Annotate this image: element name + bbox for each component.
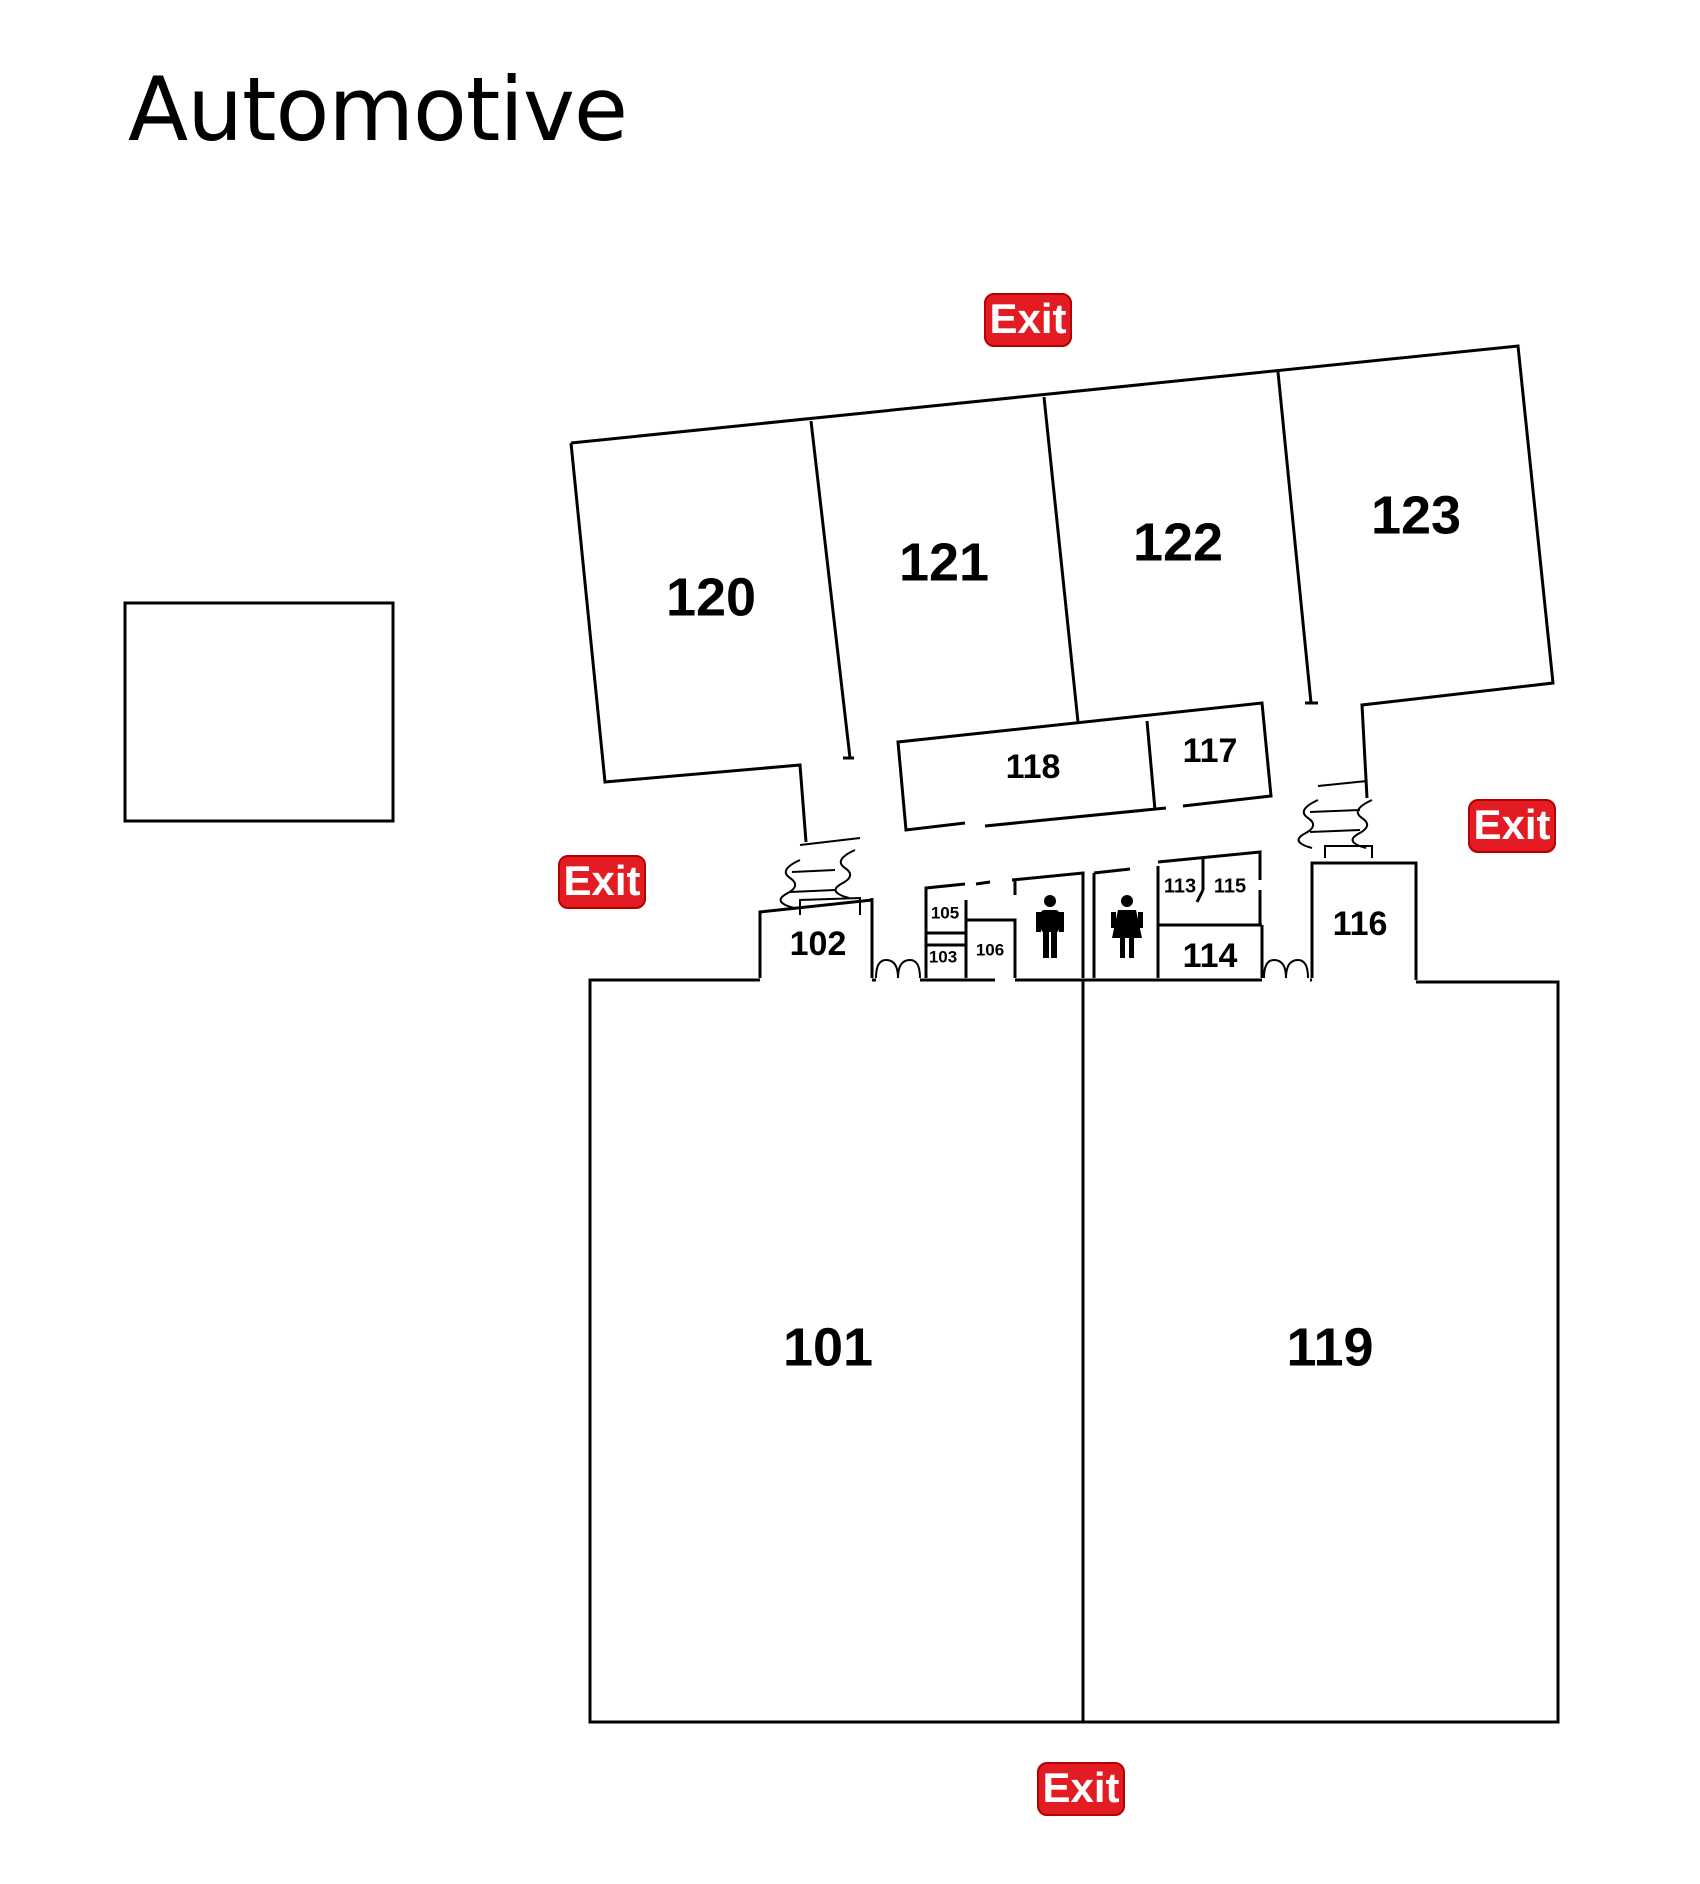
room-label-123: 123: [1371, 485, 1461, 545]
room-label-120: 120: [666, 567, 756, 627]
exit-sign-west: Exit: [558, 855, 646, 909]
svg-text:Exit: Exit: [563, 857, 640, 904]
svg-text:Exit: Exit: [1473, 801, 1550, 848]
detached-building: [123, 601, 395, 823]
wall-121-122: [1042, 396, 1080, 723]
exit-sign-south: Exit: [1037, 1762, 1125, 1816]
wall-118-117: [1145, 720, 1157, 811]
womens-restroom-icon: [1111, 895, 1143, 958]
upper-wing: [569, 344, 1555, 843]
room-label-118: 118: [1006, 748, 1061, 786]
restrooms: [1011, 866, 1160, 978]
rooms-118-117: [896, 701, 1273, 832]
room-label-114: 114: [1183, 937, 1238, 975]
room-label-103: 103: [929, 947, 957, 966]
room-label-122: 122: [1133, 512, 1223, 572]
mens-restroom-icon: [1036, 895, 1064, 958]
wall-122-123: [1276, 371, 1313, 704]
room-116: [1310, 861, 1418, 980]
svg-text:Exit: Exit: [989, 295, 1066, 342]
exit-sign-north: Exit: [984, 293, 1072, 347]
room-label-105: 105: [931, 903, 959, 922]
room-label-121: 121: [899, 532, 989, 592]
page-title: Automotive: [128, 58, 628, 161]
room-label-115: 115: [1214, 875, 1246, 897]
room-label-117: 117: [1183, 732, 1238, 770]
room-label-101: 101: [783, 1317, 873, 1377]
wall-120-121: [809, 420, 852, 759]
double-door-icon: [875, 958, 921, 979]
room-label-102: 102: [790, 925, 847, 963]
lower-building: [588, 978, 1560, 1724]
rooms-113-115-114: [1157, 850, 1264, 978]
stairs-icon: [1297, 780, 1373, 858]
double-door-icon: [1263, 958, 1309, 979]
rooms-105-103-106: [924, 880, 1017, 978]
svg-text:Exit: Exit: [1042, 1764, 1119, 1811]
room-label-119: 119: [1286, 1317, 1373, 1377]
room-label-106: 106: [976, 940, 1004, 959]
exit-sign-east: Exit: [1468, 799, 1556, 853]
room-label-113: 113: [1164, 875, 1196, 897]
room-label-116: 116: [1333, 905, 1388, 943]
